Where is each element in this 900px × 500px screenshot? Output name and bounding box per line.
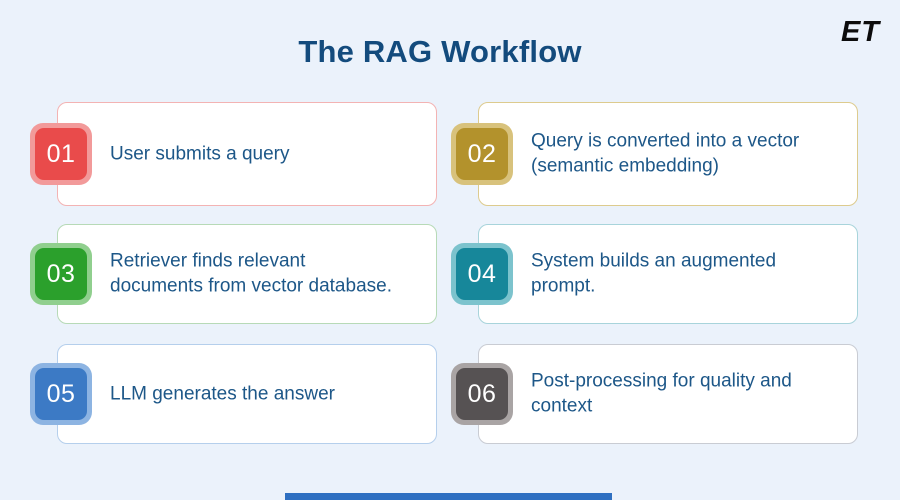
brand-logo: ET <box>840 16 880 48</box>
step-number-badge: 04 <box>451 243 513 305</box>
step-number: 03 <box>46 259 76 288</box>
step-card-04: 04 System builds an augmented prompt. <box>451 224 858 324</box>
step-number: 04 <box>467 259 497 288</box>
step-card-05: 05 LLM generates the answer <box>30 344 437 444</box>
step-card-03: 03 Retriever finds relevant documents fr… <box>30 224 437 324</box>
step-number-badge: 06 <box>451 363 513 425</box>
step-number: 06 <box>467 379 497 408</box>
step-text: System builds an augmented prompt. <box>531 250 777 297</box>
step-text: Retriever finds relevant documents from … <box>110 250 392 297</box>
step-number-badge-inner: 06 <box>456 368 508 420</box>
step-number-badge-inner: 03 <box>35 248 87 300</box>
step-text: Query is converted into a vector (semant… <box>531 130 800 177</box>
step-card-06: 06 Post-processing for quality and conte… <box>451 344 858 444</box>
step-number-badge: 02 <box>451 123 513 185</box>
step-number-badge-inner: 04 <box>456 248 508 300</box>
step-number: 05 <box>46 379 76 408</box>
step-card-02: 02 Query is converted into a vector (sem… <box>451 102 858 206</box>
step-text: User submits a query <box>110 143 290 165</box>
bottom-accent-bar <box>285 493 612 500</box>
step-text: LLM generates the answer <box>110 383 335 405</box>
step-number: 01 <box>46 139 76 168</box>
step-number-badge-inner: 01 <box>35 128 87 180</box>
page-title: The RAG Workflow <box>298 34 582 69</box>
step-number-badge: 01 <box>30 123 92 185</box>
step-card-01: 01 User submits a query <box>30 102 437 206</box>
step-number-badge-inner: 05 <box>35 368 87 420</box>
step-text: Post-processing for quality and context <box>531 370 792 417</box>
step-number-badge: 03 <box>30 243 92 305</box>
step-number: 02 <box>467 139 497 168</box>
step-number-badge: 05 <box>30 363 92 425</box>
step-number-badge-inner: 02 <box>456 128 508 180</box>
